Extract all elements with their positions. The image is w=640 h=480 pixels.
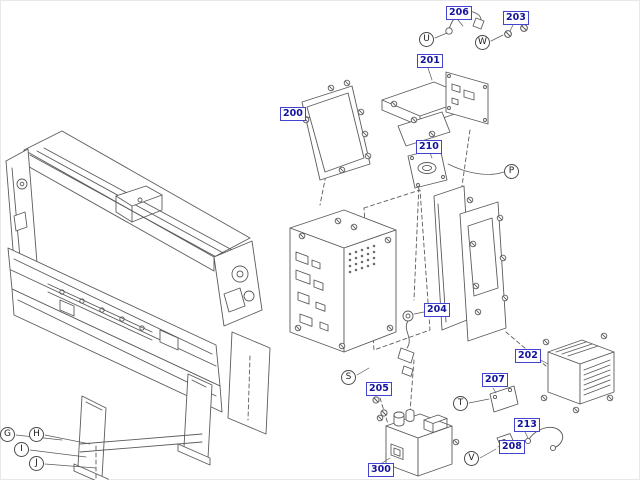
ref-bubble-S: S bbox=[341, 370, 356, 385]
part-callout-202[interactable]: 202 bbox=[515, 349, 541, 363]
electronics-exploded-drawing bbox=[289, 10, 615, 477]
part-callout-208[interactable]: 208 bbox=[499, 440, 525, 454]
ref-bubble-P: P bbox=[504, 164, 519, 179]
ref-bubble-V: V bbox=[464, 451, 479, 466]
part-callout-203[interactable]: 203 bbox=[503, 11, 529, 25]
ref-bubble-U: U bbox=[419, 32, 434, 47]
part-callout-206[interactable]: 206 bbox=[446, 6, 472, 20]
part-callout-210[interactable]: 210 bbox=[416, 140, 442, 154]
ref-bubble-W: W bbox=[475, 35, 490, 50]
part-callout-207[interactable]: 207 bbox=[482, 373, 508, 387]
part-callout-200[interactable]: 200 bbox=[280, 107, 306, 121]
ref-bubble-H: H bbox=[29, 427, 44, 442]
ref-bubble-T: T bbox=[453, 396, 468, 411]
part-callout-204[interactable]: 204 bbox=[424, 303, 450, 317]
ref-bubble-J: J bbox=[29, 456, 44, 471]
part-callout-201[interactable]: 201 bbox=[417, 54, 443, 68]
ref-bubble-G: G bbox=[0, 427, 15, 442]
printer-chassis-drawing bbox=[5, 130, 271, 480]
part-callout-213[interactable]: 213 bbox=[514, 418, 540, 432]
part-callout-205[interactable]: 205 bbox=[366, 382, 392, 396]
part-callout-300[interactable]: 300 bbox=[368, 463, 394, 477]
ref-bubble-I: I bbox=[14, 442, 29, 457]
